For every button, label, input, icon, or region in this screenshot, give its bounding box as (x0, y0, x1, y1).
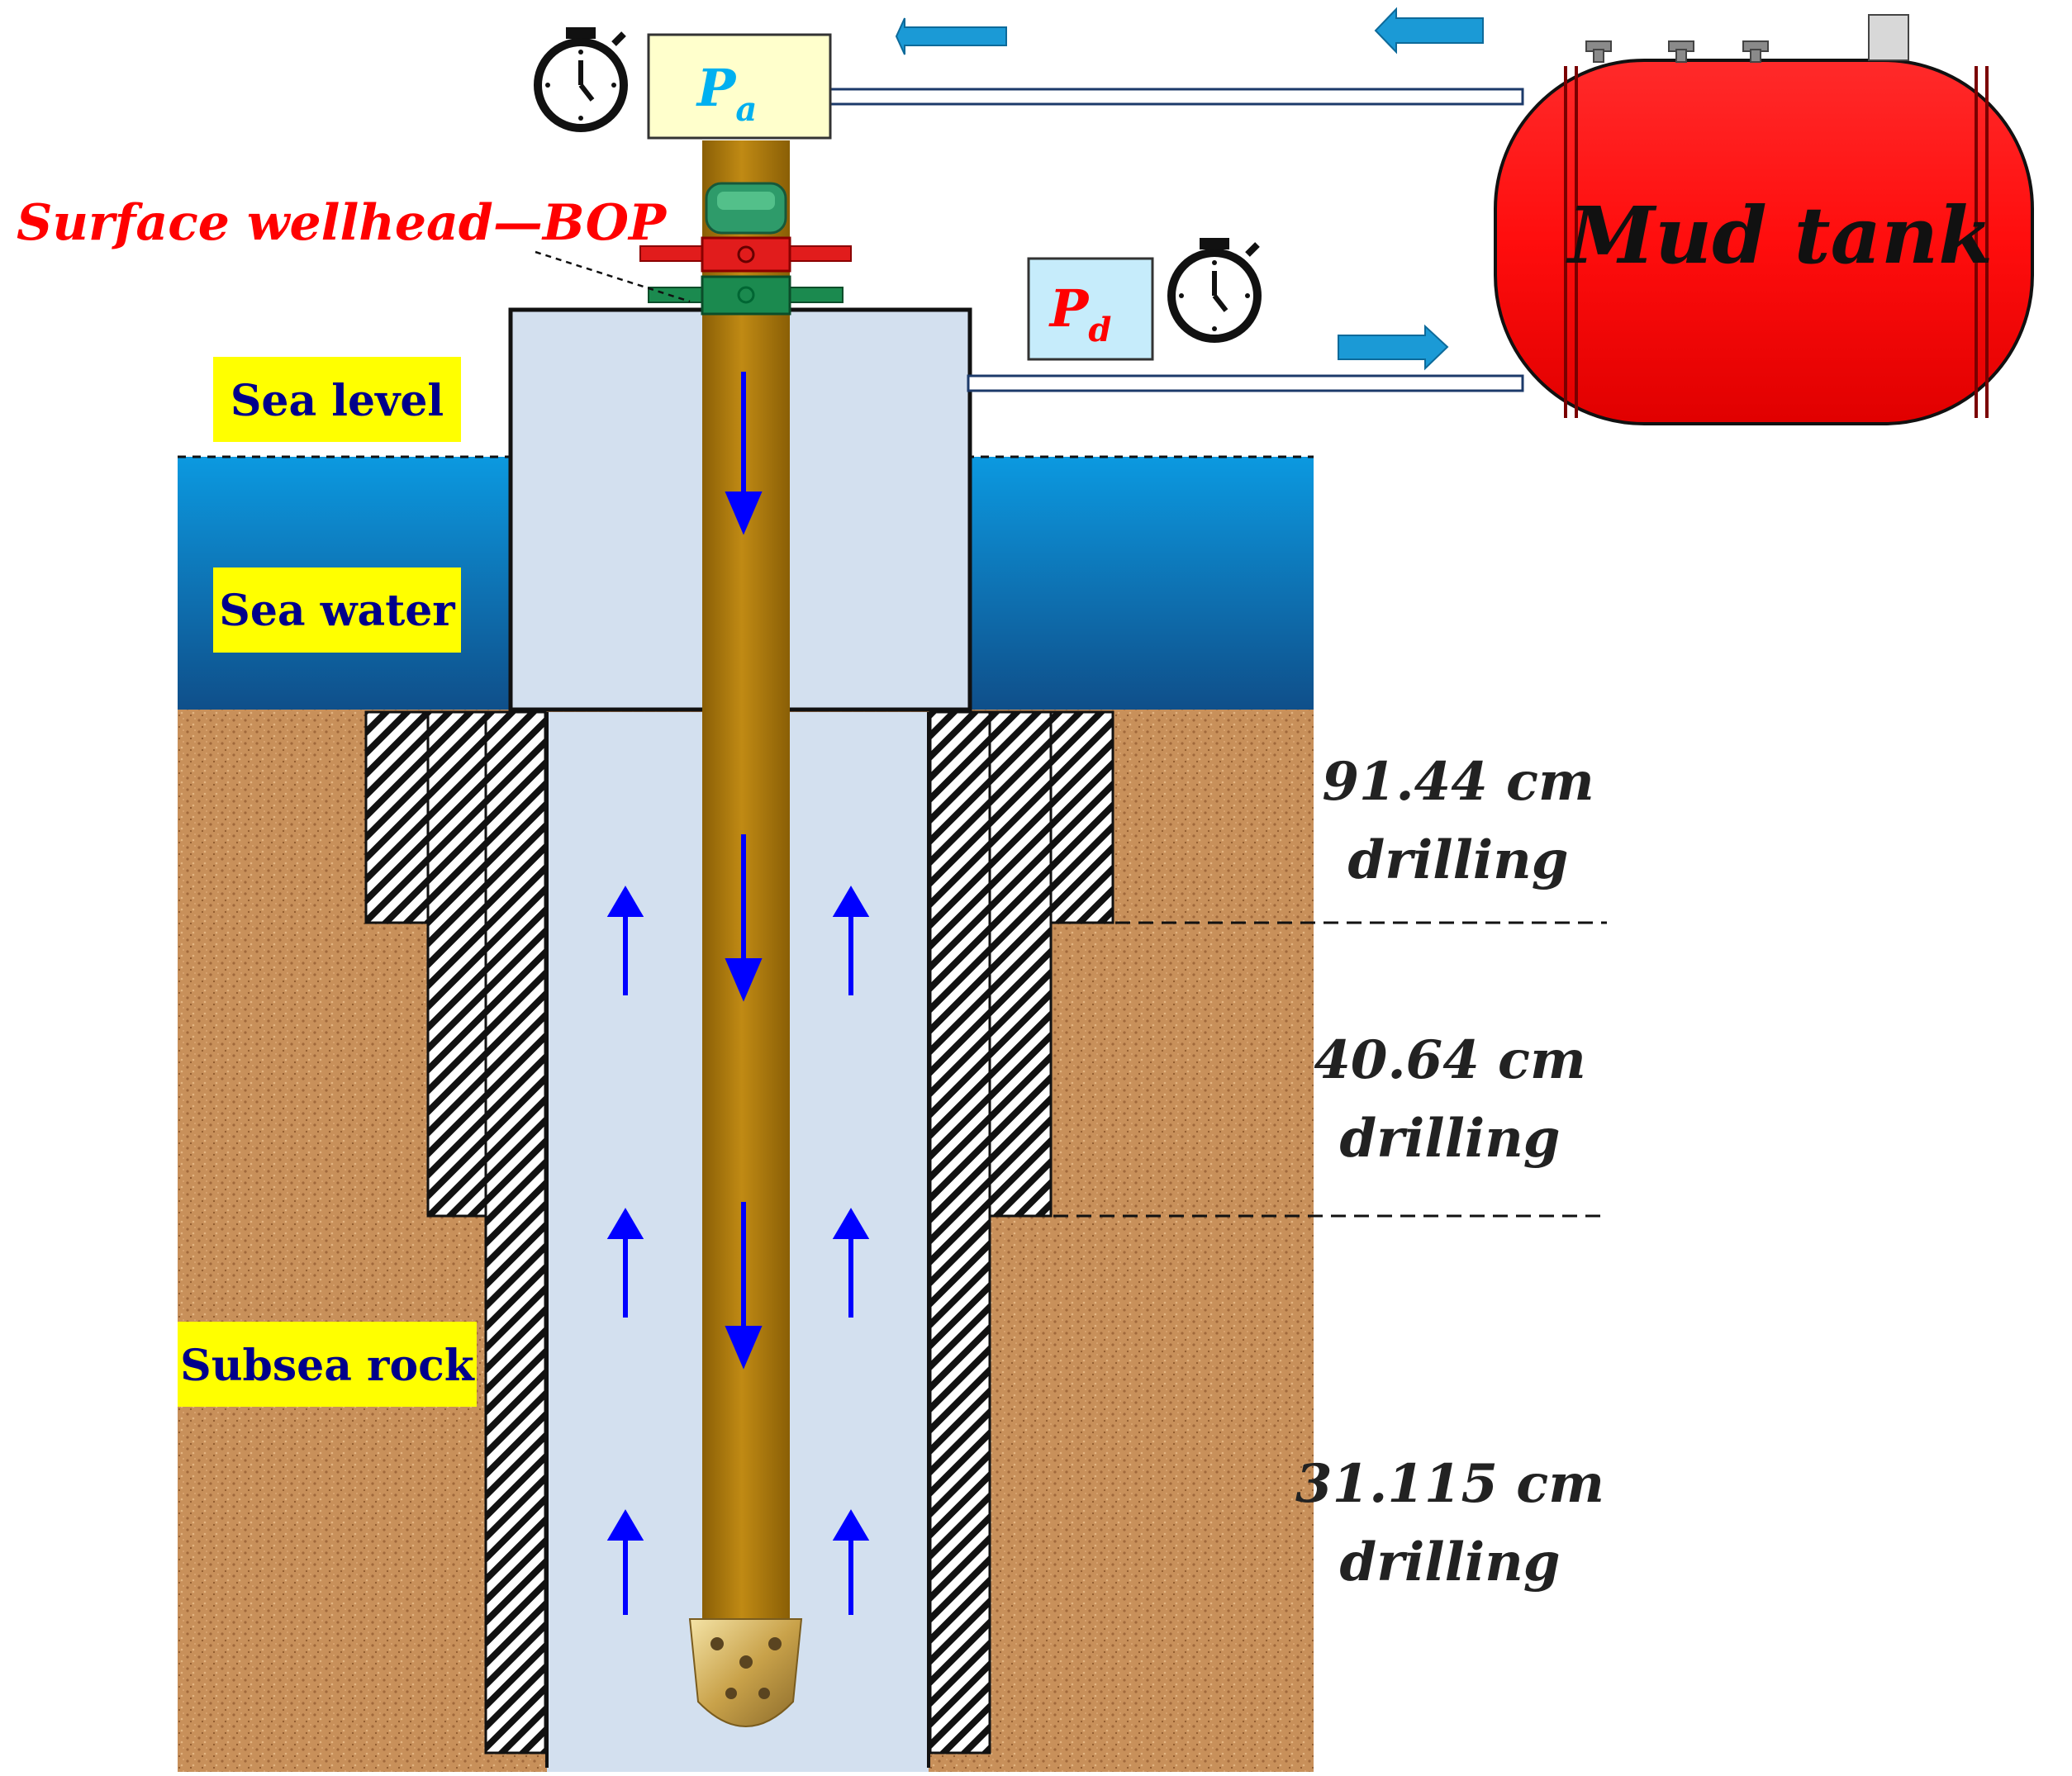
flow-arrows-up (606, 886, 870, 1615)
pa-label-main: P (696, 58, 738, 118)
section-40-word: drilling (1340, 1108, 1561, 1170)
mud-tank (1494, 14, 2034, 425)
section-40-size: 40.64 cm (1314, 1029, 1585, 1091)
stopwatch-icon (534, 27, 628, 132)
drill-bit-icon (688, 1618, 803, 1727)
supply-line (827, 88, 1524, 106)
svg-text:Pa: Pa (696, 58, 758, 129)
section-31-word: drilling (1340, 1531, 1561, 1593)
bop-stack (639, 182, 852, 316)
sea-water-box (213, 567, 461, 653)
sea-level-label: Sea level (230, 376, 444, 426)
pd-label-sub: d (1088, 311, 1111, 349)
section-31-size: 31.115 cm (1295, 1453, 1604, 1515)
subsea-rock-box (178, 1322, 477, 1407)
mud-tank-label: Mud tank (1566, 190, 1993, 282)
return-line (967, 374, 1524, 392)
stopwatch-icon (1167, 238, 1262, 343)
casing-40cm (426, 710, 1053, 1218)
pa-label-sub: a (735, 90, 757, 129)
sea-level-box (213, 357, 461, 442)
pressure-gauge-pa: Pa (647, 33, 832, 140)
pressure-gauge-pd: Pd (1027, 257, 1154, 361)
line-arrows (895, 7, 1484, 371)
flow-arrows-down (725, 372, 763, 1370)
svg-text:Pd: Pd (1048, 278, 1112, 349)
bop-pointer (535, 250, 691, 303)
subsea-rock-label: Subsea rock (180, 1341, 475, 1391)
section-91-size: 91.44 cm (1322, 751, 1594, 813)
pd-label-main: P (1048, 278, 1091, 339)
sea-water-label: Sea water (219, 586, 455, 636)
casing-31cm (484, 710, 991, 1755)
section-91-word: drilling (1348, 829, 1569, 891)
bop-label: Surface wellhead—BOP (17, 194, 668, 252)
